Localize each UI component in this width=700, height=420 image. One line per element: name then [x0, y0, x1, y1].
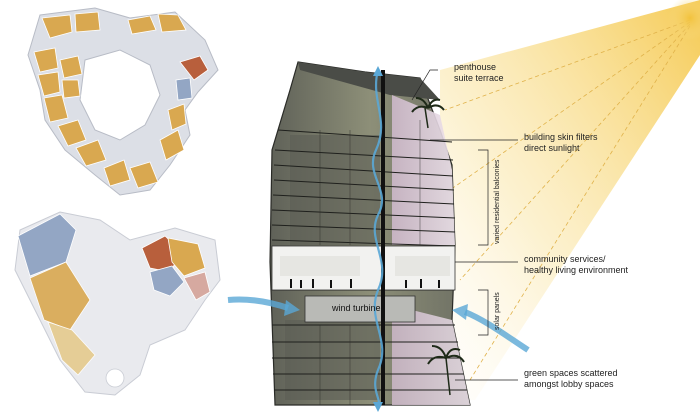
label-building-skin: building skin filters direct sunlight: [524, 132, 598, 154]
wind-arrows: [227, 296, 530, 353]
airflow-up-arrow: [373, 66, 383, 76]
label-penthouse: penthouse suite terrace: [454, 62, 504, 84]
label-wind-turbine: wind turbine: [332, 303, 381, 313]
label-penthouse-line2: suite terrace: [454, 73, 504, 83]
label-green-line2: amongst lobby spaces: [524, 379, 614, 389]
palm-tree-icon-lower: [427, 345, 465, 396]
label-community-line1: community services/: [524, 254, 606, 264]
airflow-down-arrow: [373, 402, 383, 412]
palm-tree-icon: [411, 97, 445, 129]
tower-section: [269, 61, 471, 412]
sunlight-wedge: [440, 0, 700, 400]
airflow-path: [371, 69, 384, 406]
label-varied-balconies: varied residential balconies: [494, 159, 501, 244]
label-community-services: community services/ healthy living envir…: [524, 254, 628, 276]
floor-plan-upper: [27, 7, 219, 196]
label-penthouse-line1: penthouse: [454, 62, 497, 72]
label-green-line1: green spaces scattered: [524, 368, 618, 378]
label-solar-panels: solar panels: [494, 292, 501, 330]
leader-lines: [411, 69, 518, 381]
sun-icon: [668, 0, 700, 40]
label-skin-line2: direct sunlight: [524, 143, 580, 153]
label-community-line2: healthy living environment: [524, 265, 629, 275]
label-green-spaces: green spaces scattered amongst lobby spa…: [524, 368, 618, 390]
label-skin-line1: building skin filters: [524, 132, 598, 142]
wind-turbine-box: [304, 295, 416, 323]
floor-plan-lower: [14, 211, 221, 396]
